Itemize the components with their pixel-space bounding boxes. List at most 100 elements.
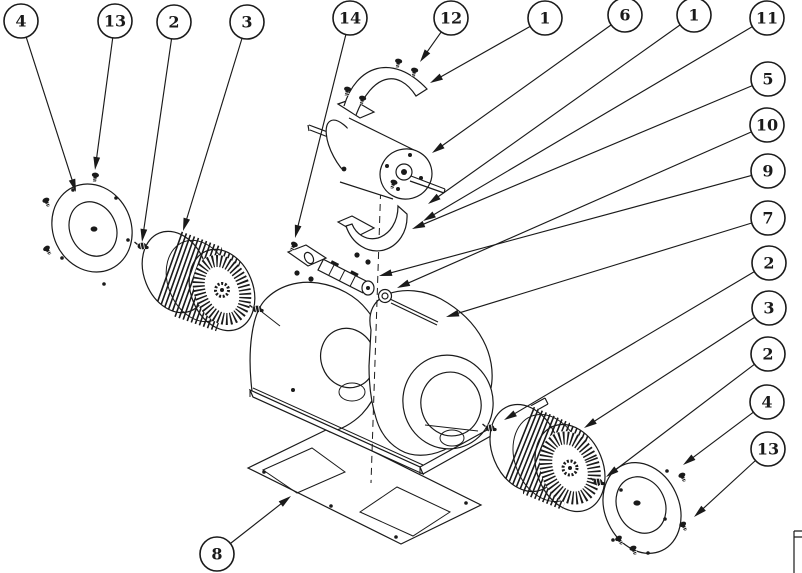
leader-arrowhead	[397, 279, 411, 288]
leader-arrowhead	[412, 220, 426, 229]
balloon-circle	[156, 4, 192, 40]
callout-6: 6	[432, 0, 643, 153]
leader-line	[25, 37, 75, 187]
balloon-number: 13	[104, 12, 126, 31]
callout-8: 8	[199, 496, 291, 572]
leader-line	[230, 499, 287, 544]
motor-strap-lower	[336, 178, 408, 265]
balloon-circle	[749, 384, 785, 420]
leader-line	[687, 411, 754, 462]
leader-line	[432, 24, 681, 201]
balloon-circle	[750, 61, 786, 97]
leader-line	[95, 37, 114, 165]
callout-14: 14	[294, 0, 368, 238]
centerline	[370, 179, 382, 484]
leader-arrowhead	[446, 309, 460, 317]
left-inlet-ring	[41, 171, 133, 286]
leader-arrowhead	[420, 49, 431, 62]
leader-arrowhead	[584, 418, 597, 428]
leader-arrowhead	[68, 178, 76, 192]
leader-line	[436, 24, 612, 150]
leader-line	[402, 131, 752, 287]
leader-line	[427, 26, 753, 219]
balloon-circle	[332, 0, 368, 36]
leader-arrowhead	[504, 410, 517, 420]
callout-2: 2	[504, 245, 787, 420]
callout-13: 13	[694, 431, 786, 517]
corner-frame-mark	[793, 530, 802, 573]
balloon-number: 11	[756, 9, 778, 28]
balloon-number: 3	[763, 299, 774, 318]
callout-11: 11	[423, 0, 785, 221]
balloon-number: 10	[756, 116, 778, 135]
balloon-circle	[199, 536, 235, 572]
balloon-number: 2	[763, 254, 774, 273]
blower-housing	[249, 244, 494, 456]
balloon-circle	[750, 153, 786, 189]
balloon-number: 7	[762, 209, 773, 228]
leader-arrowhead	[683, 454, 696, 465]
leader-line	[384, 174, 752, 275]
callout-2: 2	[606, 336, 786, 477]
balloon-number: 1	[539, 9, 550, 28]
leader-arrowhead	[278, 496, 291, 507]
balloon-circle	[749, 107, 785, 143]
balloon-number: 14	[339, 9, 361, 28]
balloon-number: 6	[619, 6, 630, 25]
balloon-circle	[750, 431, 786, 467]
leader-arrowhead	[423, 211, 436, 221]
balloon-number: 5	[762, 70, 773, 89]
balloon-circle	[751, 245, 787, 281]
leader-line	[295, 34, 347, 233]
leader-arrowhead	[294, 224, 302, 238]
callout-4: 4	[683, 384, 785, 465]
callout-2: 2	[140, 4, 192, 242]
balloon-number: 3	[241, 13, 252, 32]
right-inlet-ring	[602, 462, 690, 557]
balloon-circle	[527, 0, 563, 36]
balloon-circle	[750, 336, 786, 372]
balloon-number: 4	[15, 12, 26, 31]
callout-3: 3	[183, 4, 265, 231]
callout-7: 7	[446, 200, 786, 317]
leader-line	[417, 85, 753, 228]
callout-3: 3	[584, 290, 787, 428]
leader-line	[142, 38, 173, 237]
leader-arrowhead	[428, 193, 441, 204]
balloon-number: 12	[440, 9, 462, 28]
shaft-coupling-parts	[287, 240, 439, 326]
leader-line	[610, 363, 755, 474]
leader-arrowhead	[140, 228, 148, 242]
balloon-circle	[607, 0, 643, 33]
balloon-number: 2	[168, 13, 179, 32]
balloon-circle	[749, 0, 785, 36]
balloon-circle	[751, 290, 787, 326]
leader-arrowhead	[694, 505, 706, 517]
leader-line	[508, 271, 755, 418]
balloon-number: 1	[688, 6, 699, 25]
balloon-circle	[433, 0, 469, 36]
leader-line	[698, 460, 756, 514]
callout-10: 10	[397, 107, 785, 288]
callout-4: 4	[3, 3, 76, 192]
balloon-number: 9	[762, 162, 773, 181]
mounting-deck	[248, 387, 549, 476]
leader-line	[434, 25, 531, 81]
base-plate	[246, 428, 483, 545]
leader-arrowhead	[606, 466, 619, 477]
balloon-circle	[676, 0, 712, 33]
motor	[307, 117, 446, 200]
callout-1: 1	[430, 0, 563, 83]
balloon-number: 2	[762, 345, 773, 364]
callout-12: 12	[420, 0, 469, 62]
right-blower-wheel	[481, 398, 608, 518]
leader-arrowhead	[183, 217, 191, 231]
callout-1: 1	[428, 0, 712, 204]
balloon-circle	[229, 4, 265, 40]
callout-9: 9	[379, 153, 786, 276]
balloon-number: 13	[757, 440, 779, 459]
leader-arrowhead	[379, 269, 393, 276]
